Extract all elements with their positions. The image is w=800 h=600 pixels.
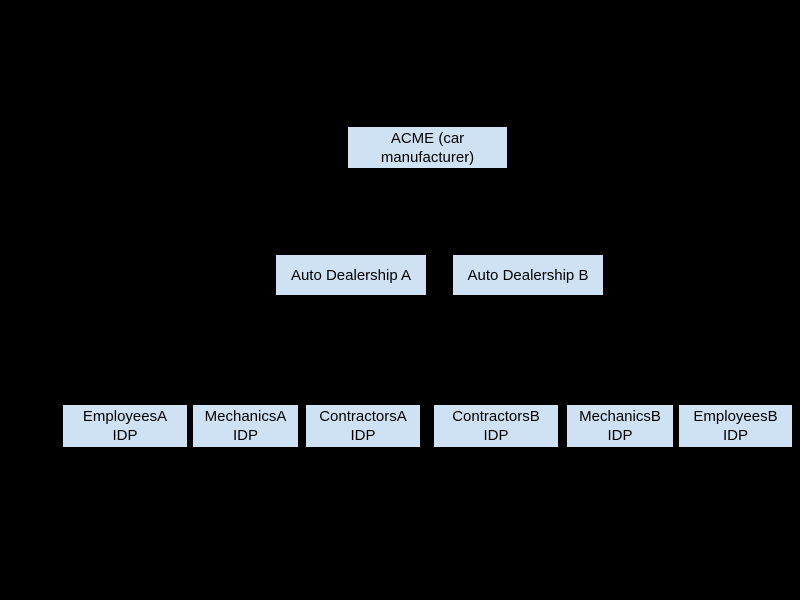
node-dealership-b: Auto Dealership B [453,255,603,295]
node-contractors-b-idp-label: ContractorsB IDP [452,408,540,444]
node-employees-b-idp: EmployeesB IDP [679,405,792,447]
node-contractors-a-idp-label: ContractorsA IDP [319,408,407,444]
node-contractors-a-idp: ContractorsA IDP [306,405,420,447]
node-dealership-b-label: Auto Dealership B [467,266,589,284]
node-acme: ACME (car manufacturer) [348,127,507,168]
node-mechanics-b-idp-label: MechanicsB IDP [579,408,661,444]
node-mechanics-b-idp: MechanicsB IDP [567,405,673,447]
node-dealership-a-label: Auto Dealership A [290,266,412,284]
node-contractors-b-idp: ContractorsB IDP [434,405,558,447]
node-mechanics-a-idp-label: MechanicsA IDP [204,408,287,444]
node-dealership-a: Auto Dealership A [276,255,426,295]
node-employees-a-idp: EmployeesA IDP [63,405,187,447]
node-mechanics-a-idp: MechanicsA IDP [193,405,298,447]
node-employees-b-idp-label: EmployeesB IDP [693,408,778,444]
node-employees-a-idp-label: EmployeesA IDP [82,408,168,444]
node-acme-label: ACME (car manufacturer) [380,129,475,166]
